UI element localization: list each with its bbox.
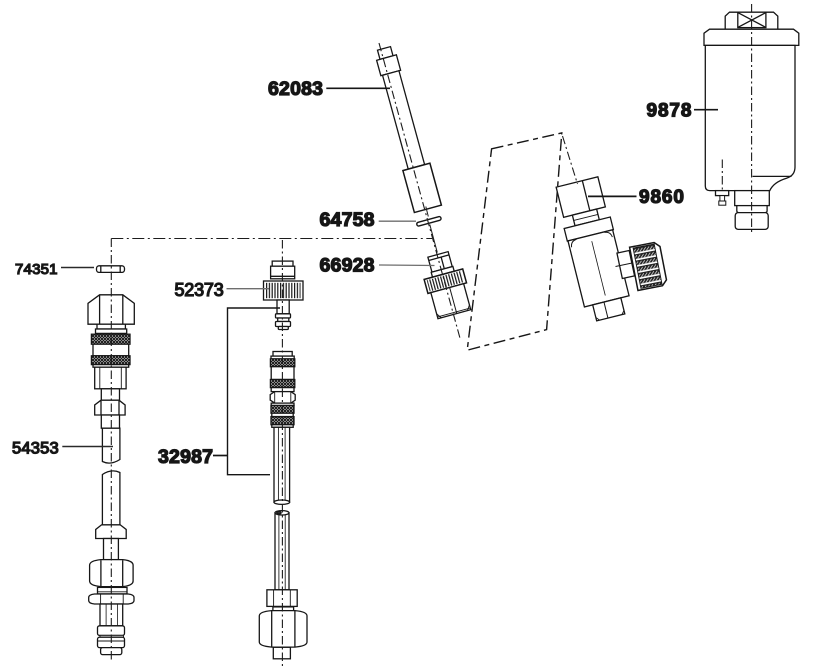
svg-text:64758: 64758 xyxy=(320,209,375,231)
svg-text:54353: 54353 xyxy=(12,440,59,458)
svg-text:74351: 74351 xyxy=(15,261,58,278)
svg-text:9860: 9860 xyxy=(639,187,685,208)
svg-text:62083: 62083 xyxy=(268,78,323,100)
svg-text:52373: 52373 xyxy=(175,280,224,300)
svg-text:9878: 9878 xyxy=(647,101,693,122)
svg-text:32987: 32987 xyxy=(158,446,213,468)
svg-text:66928: 66928 xyxy=(320,255,375,277)
